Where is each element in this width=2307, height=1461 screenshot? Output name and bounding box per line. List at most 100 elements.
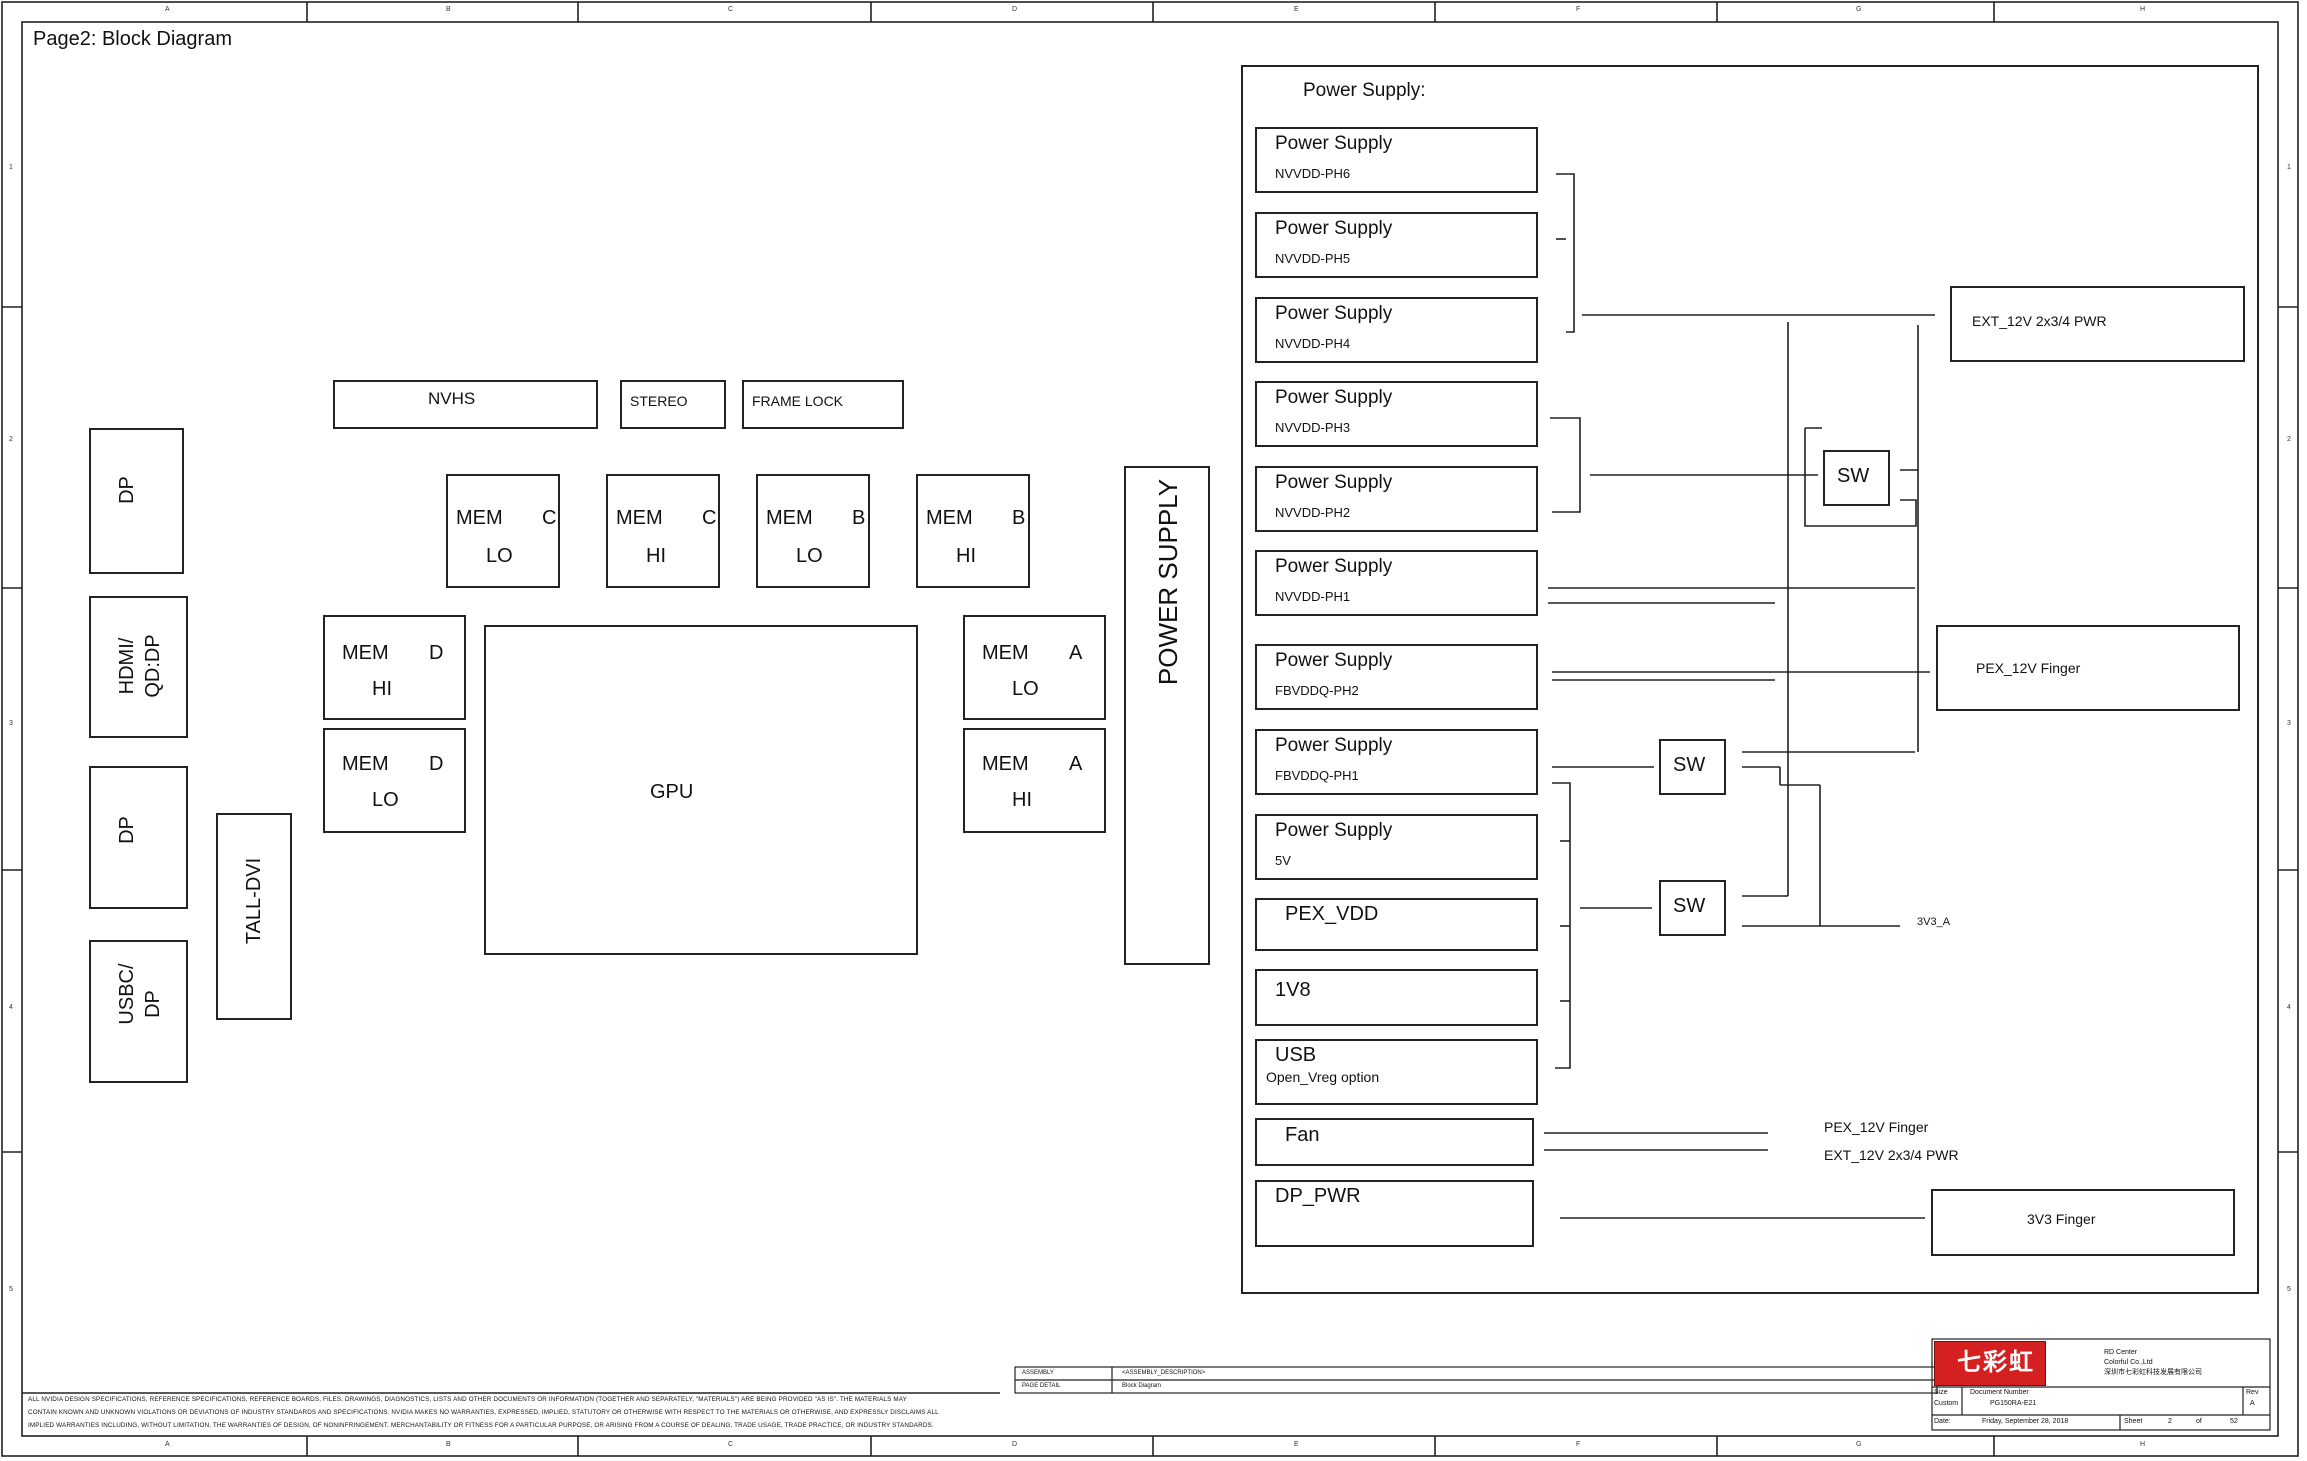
supply-ph2-sub: NVVDD-PH2 xyxy=(1275,505,1351,520)
mem-a-hi: MEM A HI xyxy=(963,728,1106,833)
zone-col-d-bottom: D xyxy=(1012,1441,1018,1448)
colorful-logo: 七彩虹 xyxy=(1934,1341,2046,1386)
of-label: of xyxy=(2196,1418,2202,1425)
company-line-1: RD Center xyxy=(2104,1349,2138,1356)
mem-c-hi-ch: C xyxy=(702,507,717,529)
supply-usb-sub: Open_Vreg option xyxy=(1266,1069,1380,1085)
gpu-label: GPU xyxy=(650,781,694,803)
zone-row-4-left: 4 xyxy=(9,1004,13,1011)
mem-c-lo: MEM C LO xyxy=(446,474,560,588)
disclaimer-line-2: CONTAIN KNOWN AND UNKNOWN VIOLATIONS OR … xyxy=(28,1409,939,1416)
supply-ph4-sub: NVVDD-PH4 xyxy=(1275,336,1351,351)
assembly-label-1: ASSEMBLY xyxy=(1022,1370,1054,1376)
mem-b-hi-ch: B xyxy=(1012,507,1026,529)
dp-top-connector: DP xyxy=(89,428,184,574)
v3v3-a-label: 3V3_A xyxy=(1917,916,1951,928)
supply-1v8-title: 1V8 xyxy=(1275,979,1311,1001)
zone-col-h-bottom: H xyxy=(2140,1441,2146,1448)
sheet-label: Sheet xyxy=(2124,1418,2143,1425)
zone-col-b-top: B xyxy=(446,6,451,13)
zone-col-f-bottom: F xyxy=(1576,1441,1581,1448)
mem-b-lo: MEM B LO xyxy=(756,474,870,588)
mem-c-hi: MEM C HI xyxy=(606,474,720,588)
supply-dppwr-title: DP_PWR xyxy=(1275,1185,1361,1207)
mem-a-hi-mem: MEM xyxy=(982,753,1029,775)
supply-fbvddq-ph1: Power Supply FBVDDQ-PH1 xyxy=(1255,729,1538,795)
ext-12v-block: EXT_12V 2x3/4 PWR xyxy=(1950,286,2245,362)
finger-3v3-block: 3V3 Finger xyxy=(1931,1189,2235,1256)
supply-nvvdd-ph5: Power Supply NVVDD-PH5 xyxy=(1255,212,1538,278)
assembly-value-1: <ASSEMBLY_DESCRIPTION> xyxy=(1122,1370,1206,1376)
ext-12v-label: EXT_12V 2x3/4 PWR xyxy=(1972,313,2107,329)
zone-row-4-right: 4 xyxy=(2287,1004,2291,1011)
mem-c-hi-mem: MEM xyxy=(616,507,663,529)
switch-3-label: SW xyxy=(1673,895,1706,917)
zone-col-c-bottom: C xyxy=(728,1441,734,1448)
supply-ph6-sub: NVVDD-PH6 xyxy=(1275,166,1351,181)
mem-c-lo-pos: LO xyxy=(486,545,513,567)
mem-d-lo-ch: D xyxy=(429,753,444,775)
mem-d-hi-mem: MEM xyxy=(342,642,389,664)
supply-ph4-title: Power Supply xyxy=(1275,303,1393,324)
frame-lock-label: FRAME LOCK xyxy=(752,393,844,409)
mem-c-lo-mem: MEM xyxy=(456,507,503,529)
size-value: Custom xyxy=(1934,1400,1959,1407)
supply-5v: Power Supply 5V xyxy=(1255,814,1538,880)
mem-a-lo-pos: LO xyxy=(1012,678,1039,700)
zone-row-2-left: 2 xyxy=(9,436,13,443)
rev-label: Rev xyxy=(2246,1389,2259,1396)
supply-usb-title: USB xyxy=(1275,1044,1317,1066)
fan-source-label-1: PEX_12V Finger xyxy=(1824,1119,1929,1135)
mem-d-hi-pos: HI xyxy=(372,678,392,700)
dp-mid-connector: DP xyxy=(89,766,188,909)
company-line-2: Colorful Co.,Ltd xyxy=(2104,1359,2153,1366)
supply-ph1-sub: NVVDD-PH1 xyxy=(1275,589,1351,604)
mem-c-lo-ch: C xyxy=(542,507,557,529)
mem-a-hi-pos: HI xyxy=(1012,789,1032,811)
switch-3: SW xyxy=(1659,880,1726,936)
pex-12v-block: PEX_12V Finger xyxy=(1936,625,2240,711)
mem-d-hi-ch: D xyxy=(429,642,444,664)
doc-number-value: PG150RA-E21 xyxy=(1990,1400,2037,1407)
switch-1-label: SW xyxy=(1837,465,1870,487)
zone-row-2-right: 2 xyxy=(2287,436,2291,443)
supply-5v-sub: 5V xyxy=(1275,853,1291,868)
supply-usb: USB Open_Vreg option xyxy=(1255,1039,1538,1105)
mem-a-lo-mem: MEM xyxy=(982,642,1029,664)
usbc-connector: USBC/ DP xyxy=(89,940,188,1083)
zone-row-3-left: 3 xyxy=(9,720,13,727)
switch-2-label: SW xyxy=(1673,754,1706,776)
supply-fan-title: Fan xyxy=(1285,1124,1320,1146)
mem-d-hi: MEM D HI xyxy=(323,615,466,720)
supply-fb2-sub: FBVDDQ-PH2 xyxy=(1275,683,1359,698)
supply-fbvddq-ph2: Power Supply FBVDDQ-PH2 xyxy=(1255,644,1538,710)
zone-row-5-left: 5 xyxy=(9,1286,13,1293)
mem-b-hi-mem: MEM xyxy=(926,507,973,529)
mem-d-lo: MEM D LO xyxy=(323,728,466,833)
switch-2: SW xyxy=(1659,739,1726,795)
mem-d-lo-pos: LO xyxy=(372,789,399,811)
date-value: Friday, September 28, 2018 xyxy=(1982,1418,2069,1425)
zone-col-c-top: C xyxy=(728,6,734,13)
zone-row-1-right: 1 xyxy=(2287,164,2291,171)
zone-row-3-right: 3 xyxy=(2287,720,2291,727)
mem-a-lo-ch: A xyxy=(1069,642,1083,664)
disclaimer-line-1: ALL NVIDIA DESIGN SPECIFICATIONS, REFERE… xyxy=(28,1396,907,1403)
supply-nvvdd-ph6: Power Supply NVVDD-PH6 xyxy=(1255,127,1538,193)
supply-ph5-sub: NVVDD-PH5 xyxy=(1275,251,1351,266)
zone-col-b-bottom: B xyxy=(446,1441,451,1448)
pex-12v-label: PEX_12V Finger xyxy=(1976,660,2081,676)
zone-col-f-top: F xyxy=(1576,6,1581,13)
fan-source-label-2: EXT_12V 2x3/4 PWR xyxy=(1824,1147,1959,1163)
date-label: Date: xyxy=(1934,1418,1951,1425)
supply-nvvdd-ph4: Power Supply NVVDD-PH4 xyxy=(1255,297,1538,363)
supply-pex-vdd: PEX_VDD xyxy=(1255,898,1538,951)
zone-col-h-top: H xyxy=(2140,6,2146,13)
supply-fb2-title: Power Supply xyxy=(1275,650,1393,671)
gpu-block: GPU xyxy=(484,625,918,955)
zone-col-g-bottom: G xyxy=(1856,1441,1862,1448)
